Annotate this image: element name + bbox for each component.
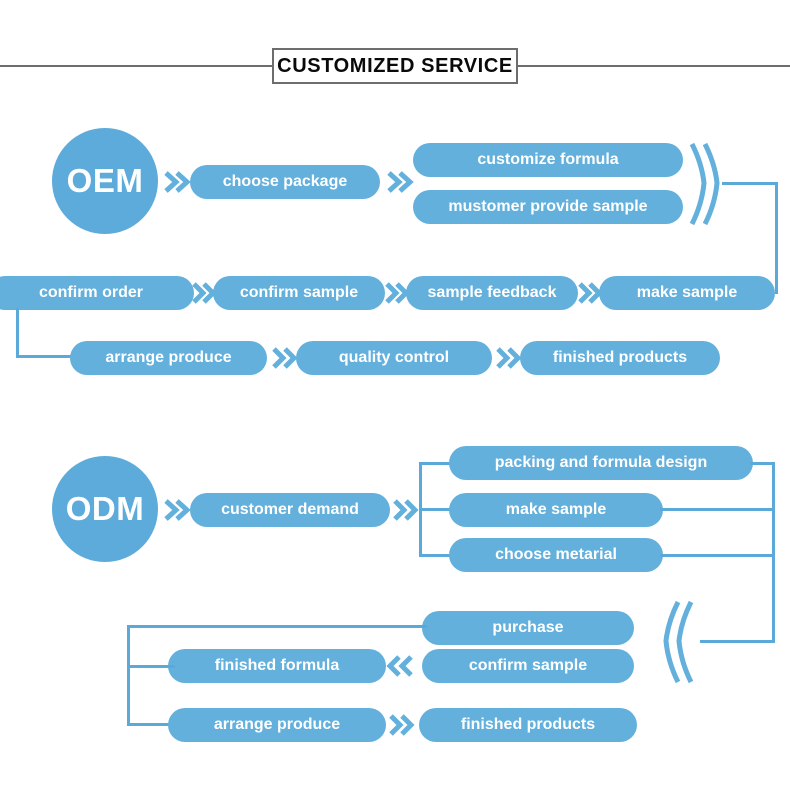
oem-step-customize-formula[interactable]: customize formula	[413, 143, 683, 177]
oem-step-make-sample-label: make sample	[636, 284, 738, 301]
odm-step-arrange-produce[interactable]: arrange produce	[168, 708, 386, 742]
odm-step-customer-demand[interactable]: customer demand	[190, 493, 390, 527]
odm-lower-bracket-stub-produce	[127, 723, 175, 726]
odm-step-finished-products[interactable]: finished products	[419, 708, 637, 742]
oem-connector-h2	[16, 355, 80, 358]
double-chevron-right-icon	[385, 278, 410, 308]
odm-lower-bracket-stub-formula	[127, 665, 175, 668]
double-chevron-right-icon	[272, 343, 298, 373]
oem-connector-v2	[16, 308, 19, 357]
double-chevron-right-tall-icon	[688, 142, 728, 226]
double-chevron-right-icon	[385, 167, 415, 197]
odm-step-customer-demand-label: customer demand	[221, 501, 359, 518]
odm-step-packing-and-formula-design-label: packing and formula design	[494, 454, 708, 471]
header-rule-right	[518, 65, 790, 67]
oem-step-arrange-produce-label: arrange produce	[105, 349, 232, 366]
oem-step-confirm-sample[interactable]: confirm sample	[213, 276, 385, 310]
double-chevron-right-icon	[393, 495, 419, 525]
oem-label: OEM	[66, 162, 144, 199]
double-chevron-right-icon	[162, 495, 192, 525]
odm-lower-bracket-stub-purchase	[127, 625, 427, 628]
odm-step-make-sample-label: make sample	[505, 501, 607, 518]
oem-step-sample-feedback[interactable]: sample feedback	[406, 276, 578, 310]
odm-label: ODM	[65, 490, 145, 527]
odm-badge: ODM	[52, 456, 158, 562]
oem-step-choose-package-label: choose package	[222, 173, 348, 190]
double-chevron-left-icon	[386, 651, 415, 681]
oem-connector-h1	[722, 182, 778, 185]
oem-step-finished-products[interactable]: finished products	[520, 341, 720, 375]
odm-bracket-right-stub-1	[750, 462, 775, 465]
odm-step-finished-formula[interactable]: finished formula	[168, 649, 386, 683]
oem-step-confirm-sample-label: confirm sample	[239, 284, 359, 301]
odm-bracket-right-stub-3	[660, 554, 775, 557]
double-chevron-right-icon	[389, 710, 415, 740]
oem-step-finished-products-label: finished products	[552, 349, 688, 366]
odm-step-make-sample[interactable]: make sample	[449, 493, 663, 527]
oem-step-choose-package[interactable]: choose package	[190, 165, 380, 199]
odm-bracket-left-stub-1	[419, 462, 454, 465]
odm-step-finished-products-label: finished products	[460, 716, 596, 733]
oem-step-customize-formula-label: customize formula	[477, 151, 619, 168]
oem-step-confirm-order[interactable]: confirm order	[0, 276, 194, 310]
page-header: CUSTOMIZED SERVICE	[0, 48, 790, 84]
double-chevron-right-icon	[162, 167, 192, 197]
odm-step-finished-formula-label: finished formula	[214, 657, 340, 674]
odm-bracket-left-stub-2	[419, 508, 454, 511]
odm-step-purchase[interactable]: purchase	[422, 611, 634, 645]
odm-bracket-right-stub-2	[660, 508, 775, 511]
odm-step-arrange-produce-label: arrange produce	[213, 716, 341, 733]
double-chevron-right-icon	[578, 278, 603, 308]
oem-step-customer-provide-sample-label: mustomer provide sample	[448, 198, 648, 215]
odm-step-choose-material-label: choose metarial	[495, 546, 617, 563]
oem-connector-v1	[775, 182, 778, 294]
odm-merge-connector	[700, 640, 775, 643]
double-chevron-left-tall-icon	[655, 600, 695, 684]
double-chevron-right-icon	[496, 343, 522, 373]
odm-bracket-left-stub-3	[419, 554, 454, 557]
odm-step-purchase-label: purchase	[492, 619, 564, 636]
odm-step-confirm-sample[interactable]: confirm sample	[422, 649, 634, 683]
oem-step-make-sample[interactable]: make sample	[599, 276, 775, 310]
page-title: CUSTOMIZED SERVICE	[277, 54, 513, 77]
oem-step-quality-control-label: quality control	[338, 349, 450, 366]
odm-step-packing-and-formula-design[interactable]: packing and formula design	[449, 446, 753, 480]
oem-step-sample-feedback-label: sample feedback	[427, 284, 557, 301]
oem-step-confirm-order-label: confirm order	[38, 284, 143, 301]
odm-bracket-right-spine	[772, 462, 775, 642]
header-rule-left	[0, 65, 272, 67]
oem-step-quality-control[interactable]: quality control	[296, 341, 492, 375]
odm-lower-bracket-spine	[127, 625, 130, 726]
oem-step-customer-provide-sample[interactable]: mustomer provide sample	[413, 190, 683, 224]
odm-step-confirm-sample-label: confirm sample	[468, 657, 588, 674]
oem-badge: OEM	[52, 128, 158, 234]
odm-step-choose-material[interactable]: choose metarial	[449, 538, 663, 572]
oem-step-arrange-produce[interactable]: arrange produce	[70, 341, 267, 375]
double-chevron-right-icon	[192, 278, 217, 308]
page-title-box: CUSTOMIZED SERVICE	[272, 48, 518, 84]
